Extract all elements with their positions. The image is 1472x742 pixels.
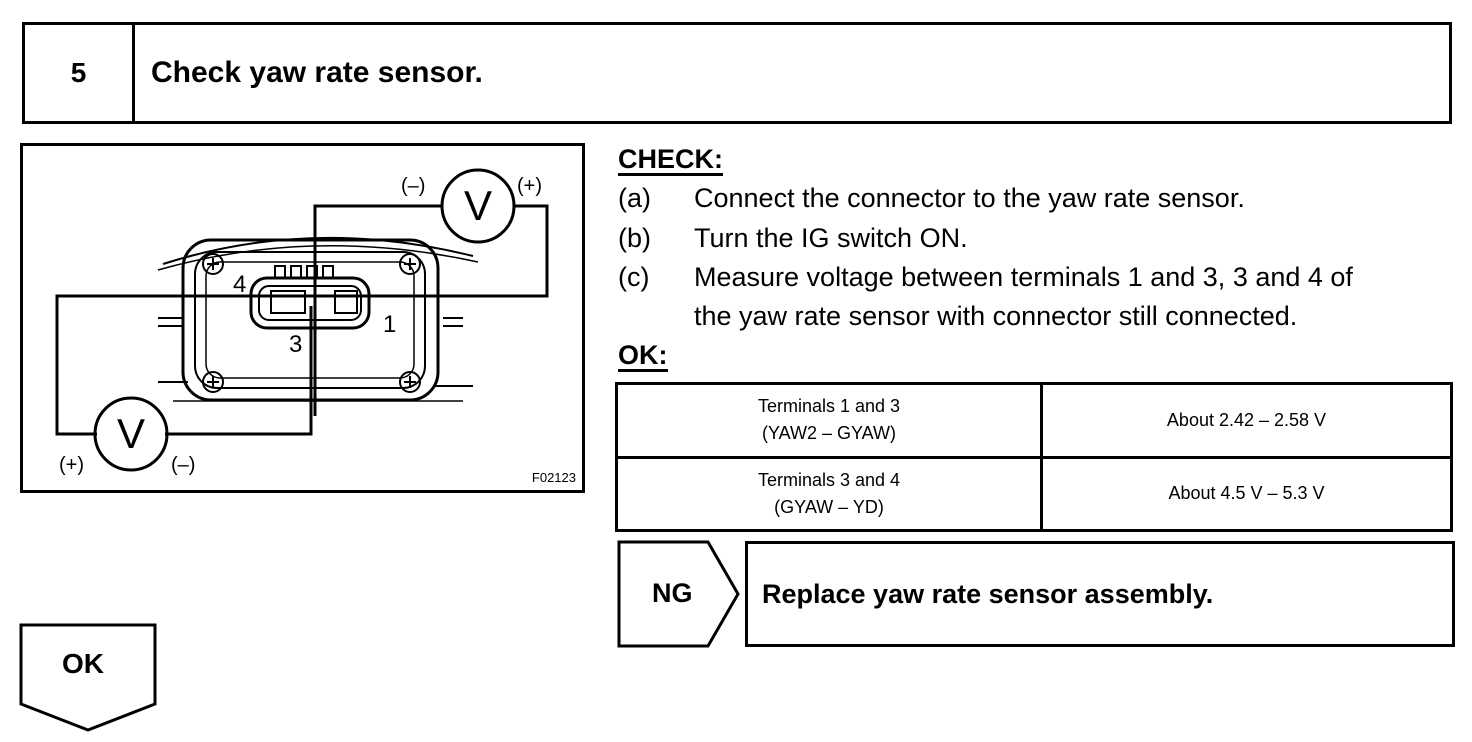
signal-names: (YAW2 – GYAW) — [761, 423, 896, 444]
terminal-3-label: 3 — [289, 331, 302, 358]
ng-arrow-icon — [617, 540, 740, 648]
ng-action-box: Replace yaw rate sensor assembly. — [745, 541, 1455, 647]
ok-heading: OK: — [618, 340, 668, 372]
wiring-diagram: V V (–) (+) (+) (–) 4 1 3 F02123 — [20, 143, 585, 493]
terminal-pair: Terminals 1 and 3 — [757, 396, 901, 417]
check-item-text: Measure voltage between terminals 1 and … — [694, 262, 1353, 292]
sensor-diagram-drawing: V V (–) (+) (+) (–) 4 1 3 — [55, 168, 549, 476]
value-cell: About 4.5 V – 5.3 V — [1040, 455, 1453, 532]
bottom-meter-negative: (–) — [171, 454, 195, 476]
terminal-pair: Terminals 3 and 4 — [757, 469, 901, 490]
figure-code: F02123 — [531, 470, 576, 485]
table-row: Terminals 3 and 4 (GYAW – YD) About 4.5 … — [615, 455, 1453, 532]
check-item-label: (a) — [618, 183, 651, 213]
top-meter-positive: (+) — [517, 175, 542, 197]
table-row: Terminals 1 and 3 (YAW2 – GYAW) About 2.… — [615, 382, 1453, 459]
ng-action-text: Replace yaw rate sensor assembly. — [762, 578, 1214, 609]
ng-label: NG — [652, 578, 693, 608]
check-item-text: Turn the IG switch ON. — [694, 223, 968, 253]
top-meter-negative: (–) — [401, 175, 425, 197]
check-item-label: (c) — [618, 262, 650, 292]
bottom-voltmeter-symbol: V — [117, 410, 145, 457]
step-title: Check yaw rate sensor. — [151, 56, 483, 89]
terminal-cell: Terminals 1 and 3 (YAW2 – GYAW) — [615, 382, 1043, 459]
terminal-cell: Terminals 3 and 4 (GYAW – YD) — [615, 455, 1043, 532]
terminal-1-label: 1 — [383, 311, 396, 338]
check-heading: CHECK: — [618, 144, 723, 176]
ok-arrow-icon — [19, 623, 157, 732]
check-item-text: the yaw rate sensor with connector still… — [694, 301, 1298, 331]
check-item-text: Connect the connector to the yaw rate se… — [694, 183, 1245, 213]
top-voltmeter-symbol: V — [464, 182, 492, 229]
terminal-4-label: 4 — [233, 271, 246, 298]
ok-flow-label: OK — [62, 648, 104, 679]
bottom-meter-positive: (+) — [59, 454, 84, 476]
step-number: 5 — [25, 25, 135, 121]
value-cell: About 2.42 – 2.58 V — [1040, 382, 1453, 459]
check-item-label: (b) — [618, 223, 651, 253]
spec-table: Terminals 1 and 3 (YAW2 – GYAW) About 2.… — [615, 382, 1453, 532]
signal-names: (GYAW – YD) — [774, 496, 884, 517]
step-header: 5 Check yaw rate sensor. — [22, 22, 1452, 124]
